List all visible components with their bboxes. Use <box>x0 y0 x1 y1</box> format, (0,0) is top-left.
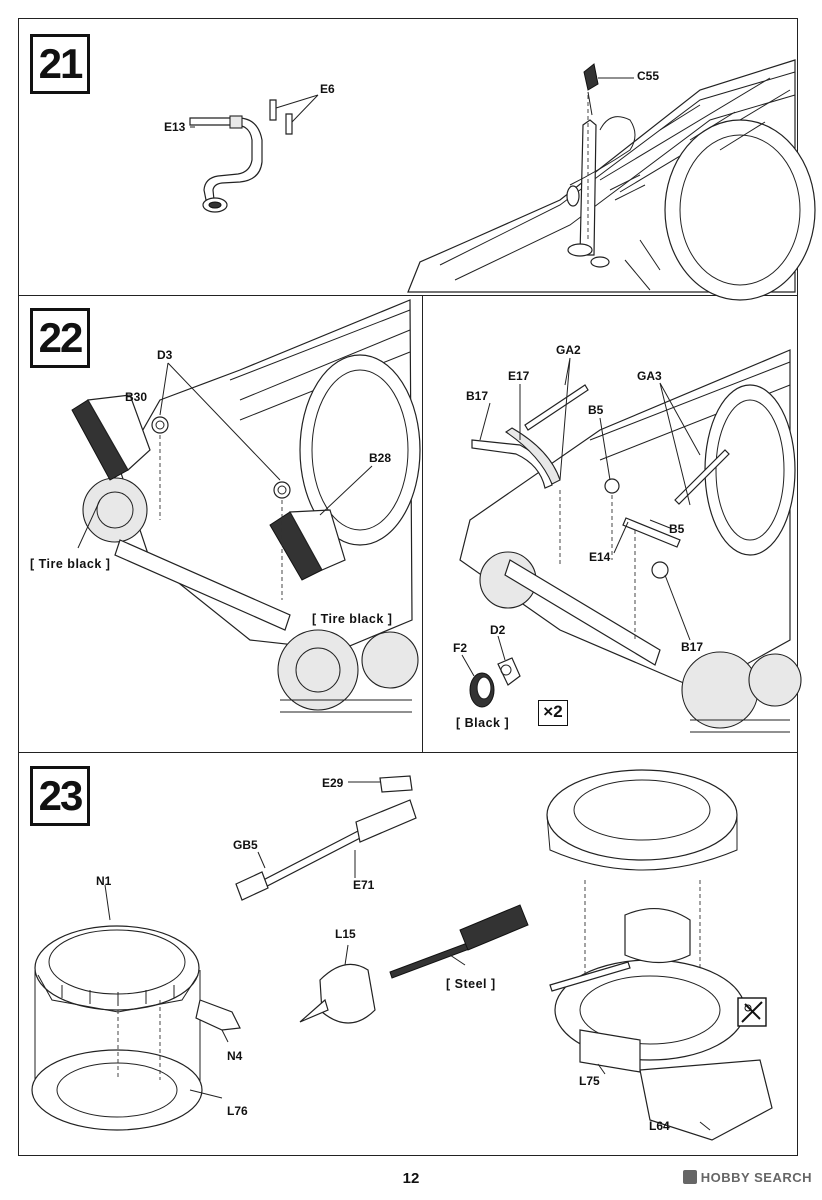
divider-step22 <box>18 752 798 753</box>
part-label-b17-bottom: B17 <box>681 640 704 654</box>
page-frame <box>18 18 798 1156</box>
note-tire-black-left: [ Tire black ] <box>30 557 111 571</box>
part-label-d3: D3 <box>157 348 173 362</box>
part-label-gb5: GB5 <box>233 838 258 852</box>
part-label-e6: E6 <box>320 82 335 96</box>
note-tire-black-right: [ Tire black ] <box>312 612 393 626</box>
note-black: [ Black ] <box>456 716 510 730</box>
part-label-e13: E13 <box>164 120 186 134</box>
step-number-22: 22 <box>30 308 90 368</box>
part-label-b28: B28 <box>369 451 392 465</box>
part-label-e14: E14 <box>589 550 611 564</box>
divider-step22-center <box>422 295 423 752</box>
part-label-f2: F2 <box>453 641 468 655</box>
part-label-e71: E71 <box>353 878 375 892</box>
note-steel: [ Steel ] <box>446 977 496 991</box>
part-label-ga3: GA3 <box>637 369 662 383</box>
part-label-d2: D2 <box>490 623 506 637</box>
part-label-b5-top: B5 <box>588 403 604 417</box>
part-label-l76: L76 <box>227 1104 248 1118</box>
step21-drawing <box>189 59 816 301</box>
step22-left-drawing <box>71 299 421 713</box>
part-label-e29: E29 <box>322 776 344 790</box>
quantity-x2: ×2 <box>538 700 568 726</box>
watermark: HOBBY SEARCH <box>682 1170 812 1185</box>
part-label-l15: L15 <box>335 927 356 941</box>
part-label-ga2: GA2 <box>556 343 581 357</box>
watermark-logo-icon <box>682 1170 697 1184</box>
step-number-23: 23 <box>30 766 90 826</box>
divider-step21 <box>18 295 798 296</box>
part-label-n4: N4 <box>227 1049 243 1063</box>
part-label-n1: N1 <box>96 874 112 888</box>
cut-part-icon <box>737 997 767 1027</box>
page-number: 12 <box>402 1170 420 1187</box>
part-label-b5-mid: B5 <box>669 522 685 536</box>
part-label-l64: L64 <box>649 1119 670 1133</box>
part-label-l75: L75 <box>579 1074 600 1088</box>
part-label-e17: E17 <box>508 369 530 383</box>
part-label-b17-top: B17 <box>466 389 489 403</box>
part-label-b30: B30 <box>125 390 148 404</box>
watermark-text: HOBBY SEARCH <box>700 1170 812 1185</box>
step-number-21: 21 <box>30 34 90 94</box>
step22-right-drawing <box>459 349 802 733</box>
part-label-c55: C55 <box>637 69 660 83</box>
step23-drawing <box>31 769 773 1141</box>
